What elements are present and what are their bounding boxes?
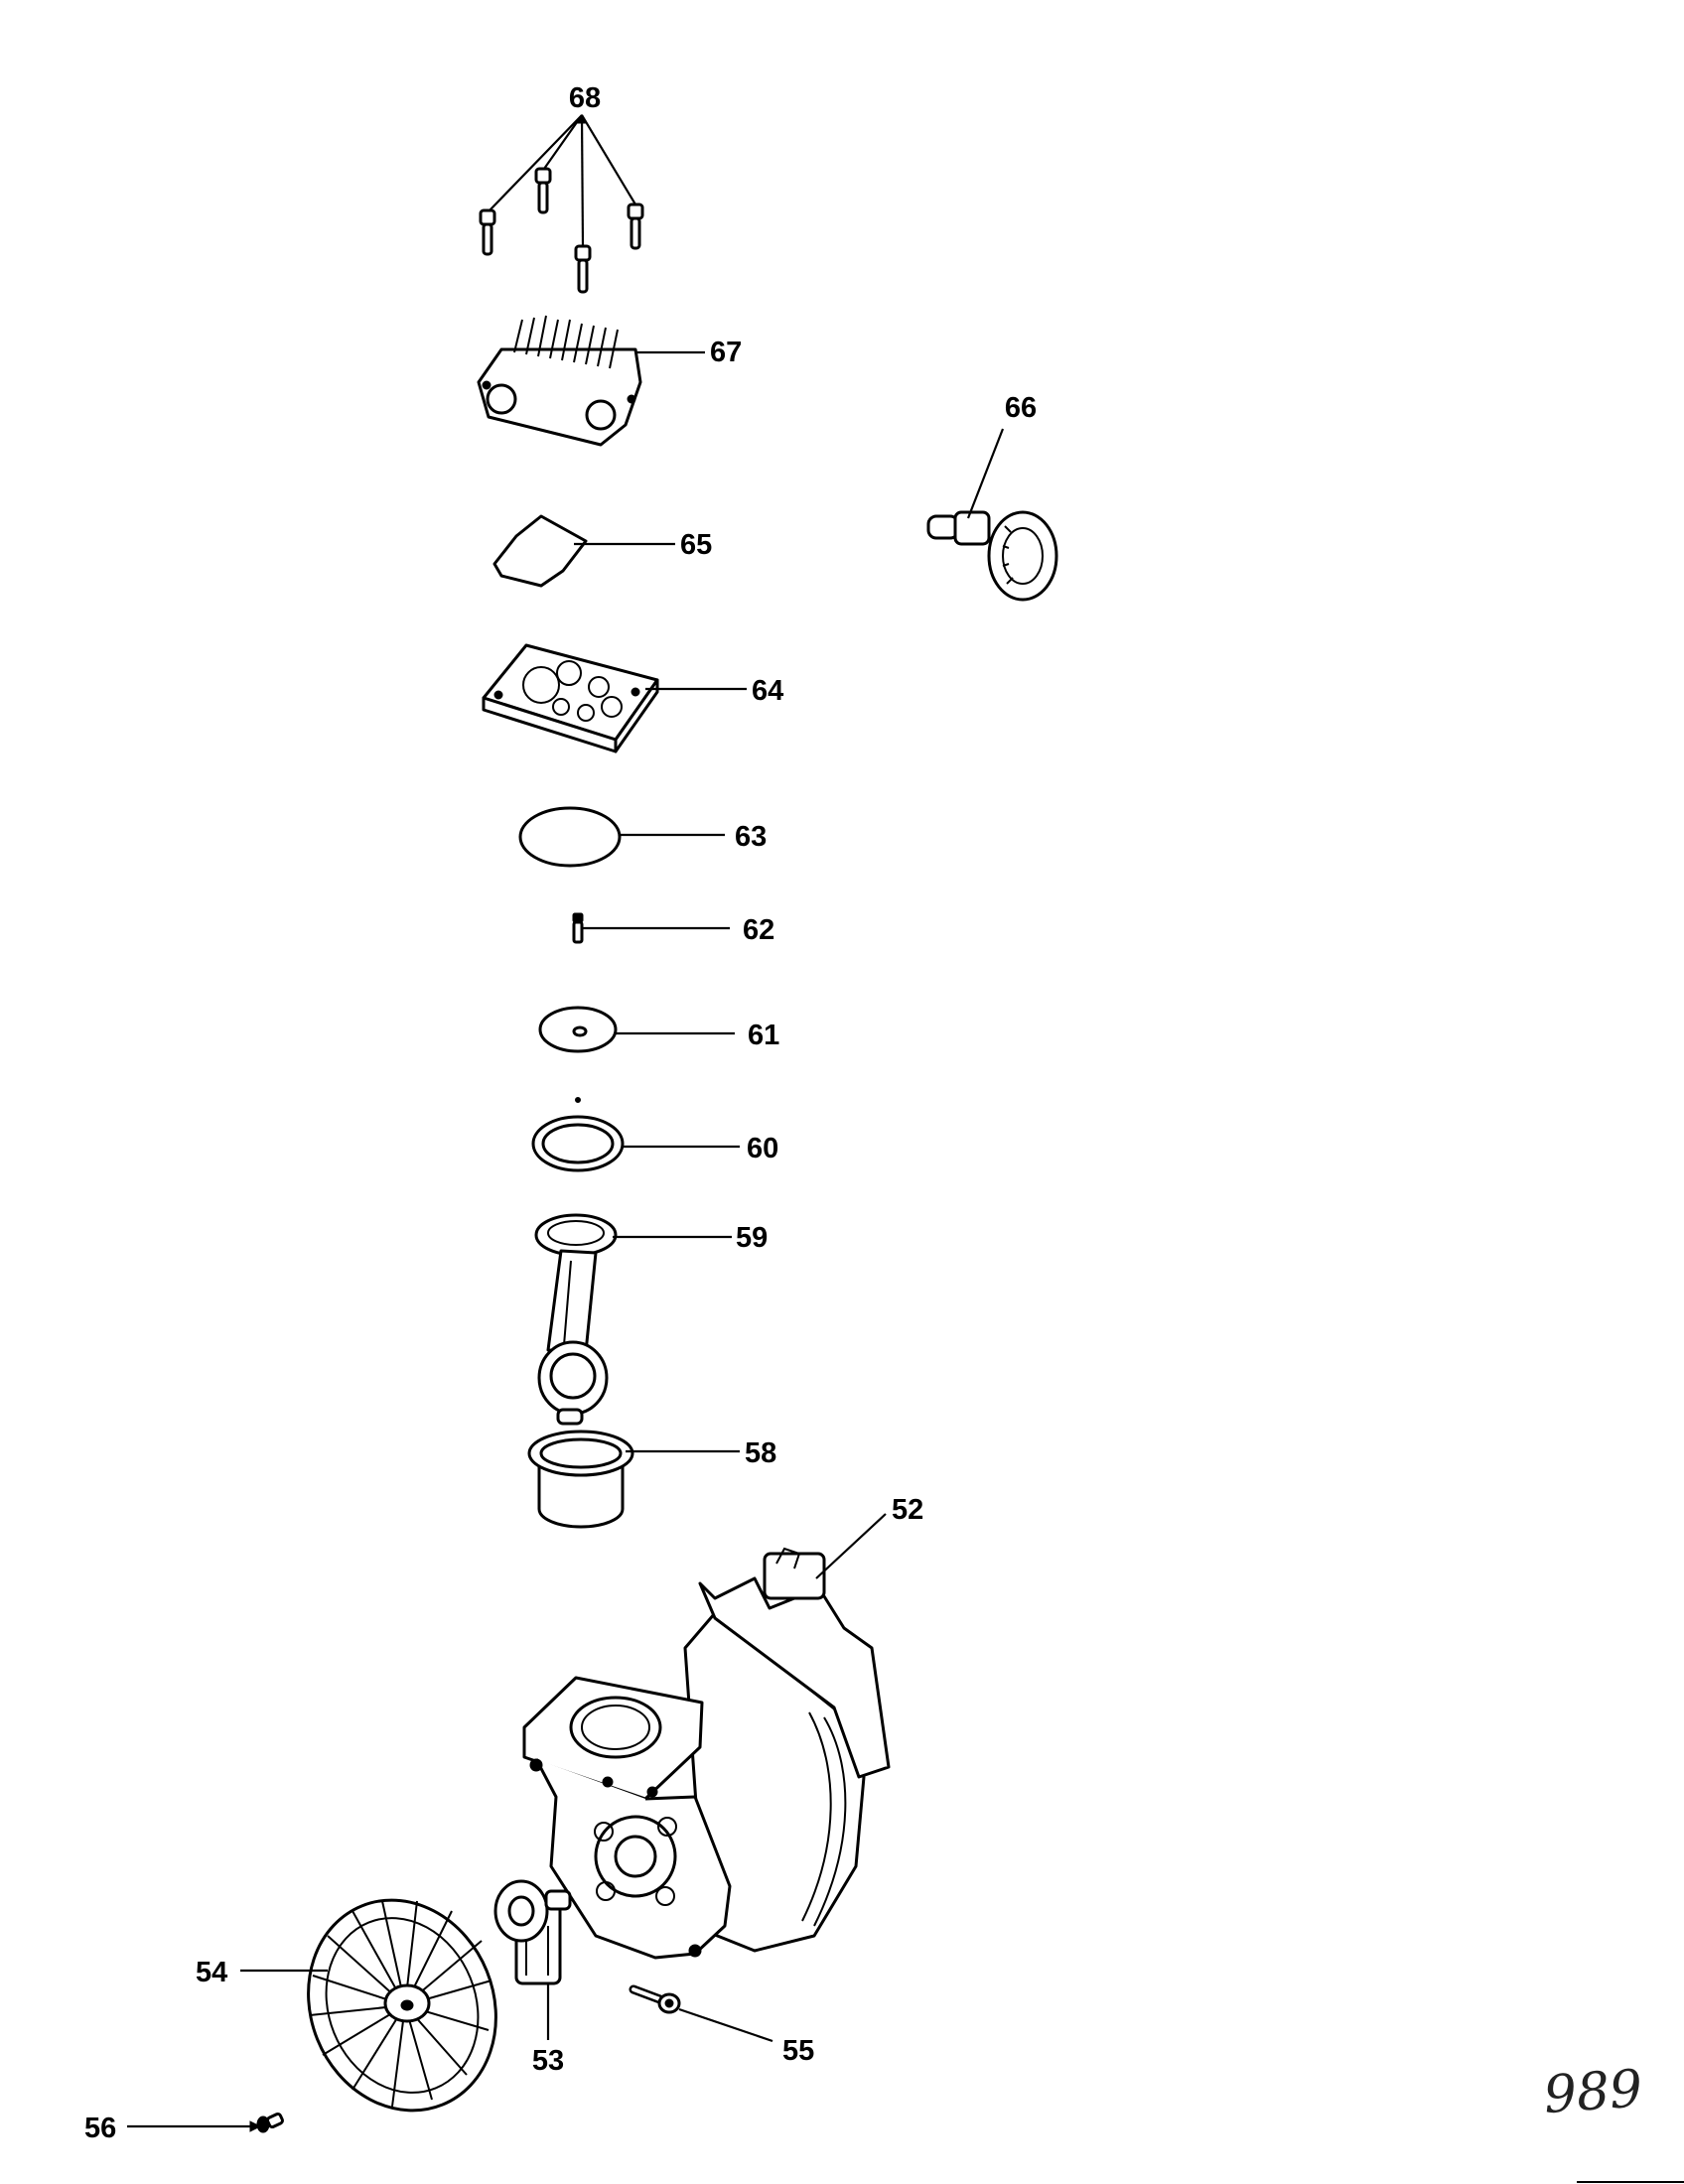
callout-54: 54: [196, 1957, 227, 1988]
callout-68: 68: [569, 82, 601, 114]
screw-icon: [534, 167, 552, 214]
eccentric-53: [493, 1879, 572, 2040]
screw-icon: [627, 203, 644, 250]
seal-ring-icon: [531, 1097, 625, 1172]
callout-63: 63: [735, 821, 767, 853]
cylinder-head-icon: [477, 315, 642, 447]
callout-58: 58: [745, 1437, 776, 1469]
callout-52: 52: [892, 1494, 923, 1526]
callout-61: 61: [748, 1020, 779, 1051]
fan-icon: [307, 1898, 497, 2113]
callout-59: 59: [736, 1222, 768, 1254]
gasket-65: [492, 514, 675, 588]
callout-60: 60: [747, 1133, 778, 1164]
motor-housing-icon: [522, 1547, 891, 1960]
cylinder-sleeve-icon: [527, 1430, 634, 1529]
gasket-icon: [492, 514, 588, 588]
disc-retainer-icon: [538, 1006, 618, 1053]
callout-55: 55: [782, 2035, 814, 2067]
seal-ring-60: [531, 1097, 740, 1172]
connecting-rod-icon: [534, 1213, 618, 1426]
valve-plate-64: [482, 643, 747, 753]
screw-56: [127, 2112, 284, 2133]
valve-plate-icon: [482, 643, 659, 753]
connecting-rod-59: [534, 1213, 732, 1426]
small-screw-62: [572, 912, 730, 944]
callout-56: 56: [84, 2113, 116, 2144]
disc-retainer-61: [538, 1006, 735, 1053]
callout-64: 64: [752, 675, 783, 707]
screws-68: [479, 114, 644, 294]
callout-53: 53: [532, 2045, 564, 2077]
handwritten-mark: 989: [1542, 2059, 1644, 2125]
motor-shaft-icon: [926, 510, 1058, 602]
motor-shaft-66: [926, 428, 1058, 602]
motor-housing-52: [522, 1513, 891, 1960]
cooling-fan-54: [240, 1898, 497, 2113]
callout-66: 66: [1005, 392, 1037, 424]
bolt-55: [629, 1984, 773, 2043]
bolt-icon: [629, 1984, 681, 2014]
cylinder-head-67: [477, 315, 705, 447]
screw-icon: [574, 244, 592, 294]
cylinder-sleeve-58: [527, 1430, 740, 1529]
callout-labels: 68 67 66 65 64 63 62 61 60 59 58 52 54 5…: [84, 82, 1037, 2144]
callout-62: 62: [743, 914, 774, 946]
o-ring-icon: [518, 806, 622, 868]
small-screw-icon: [572, 912, 584, 944]
screw-icon: [256, 2112, 284, 2133]
eccentric-icon: [493, 1879, 572, 1985]
callout-67: 67: [710, 337, 742, 368]
screw-icon: [479, 208, 496, 256]
o-ring-63: [518, 806, 725, 868]
callout-65: 65: [680, 529, 712, 561]
